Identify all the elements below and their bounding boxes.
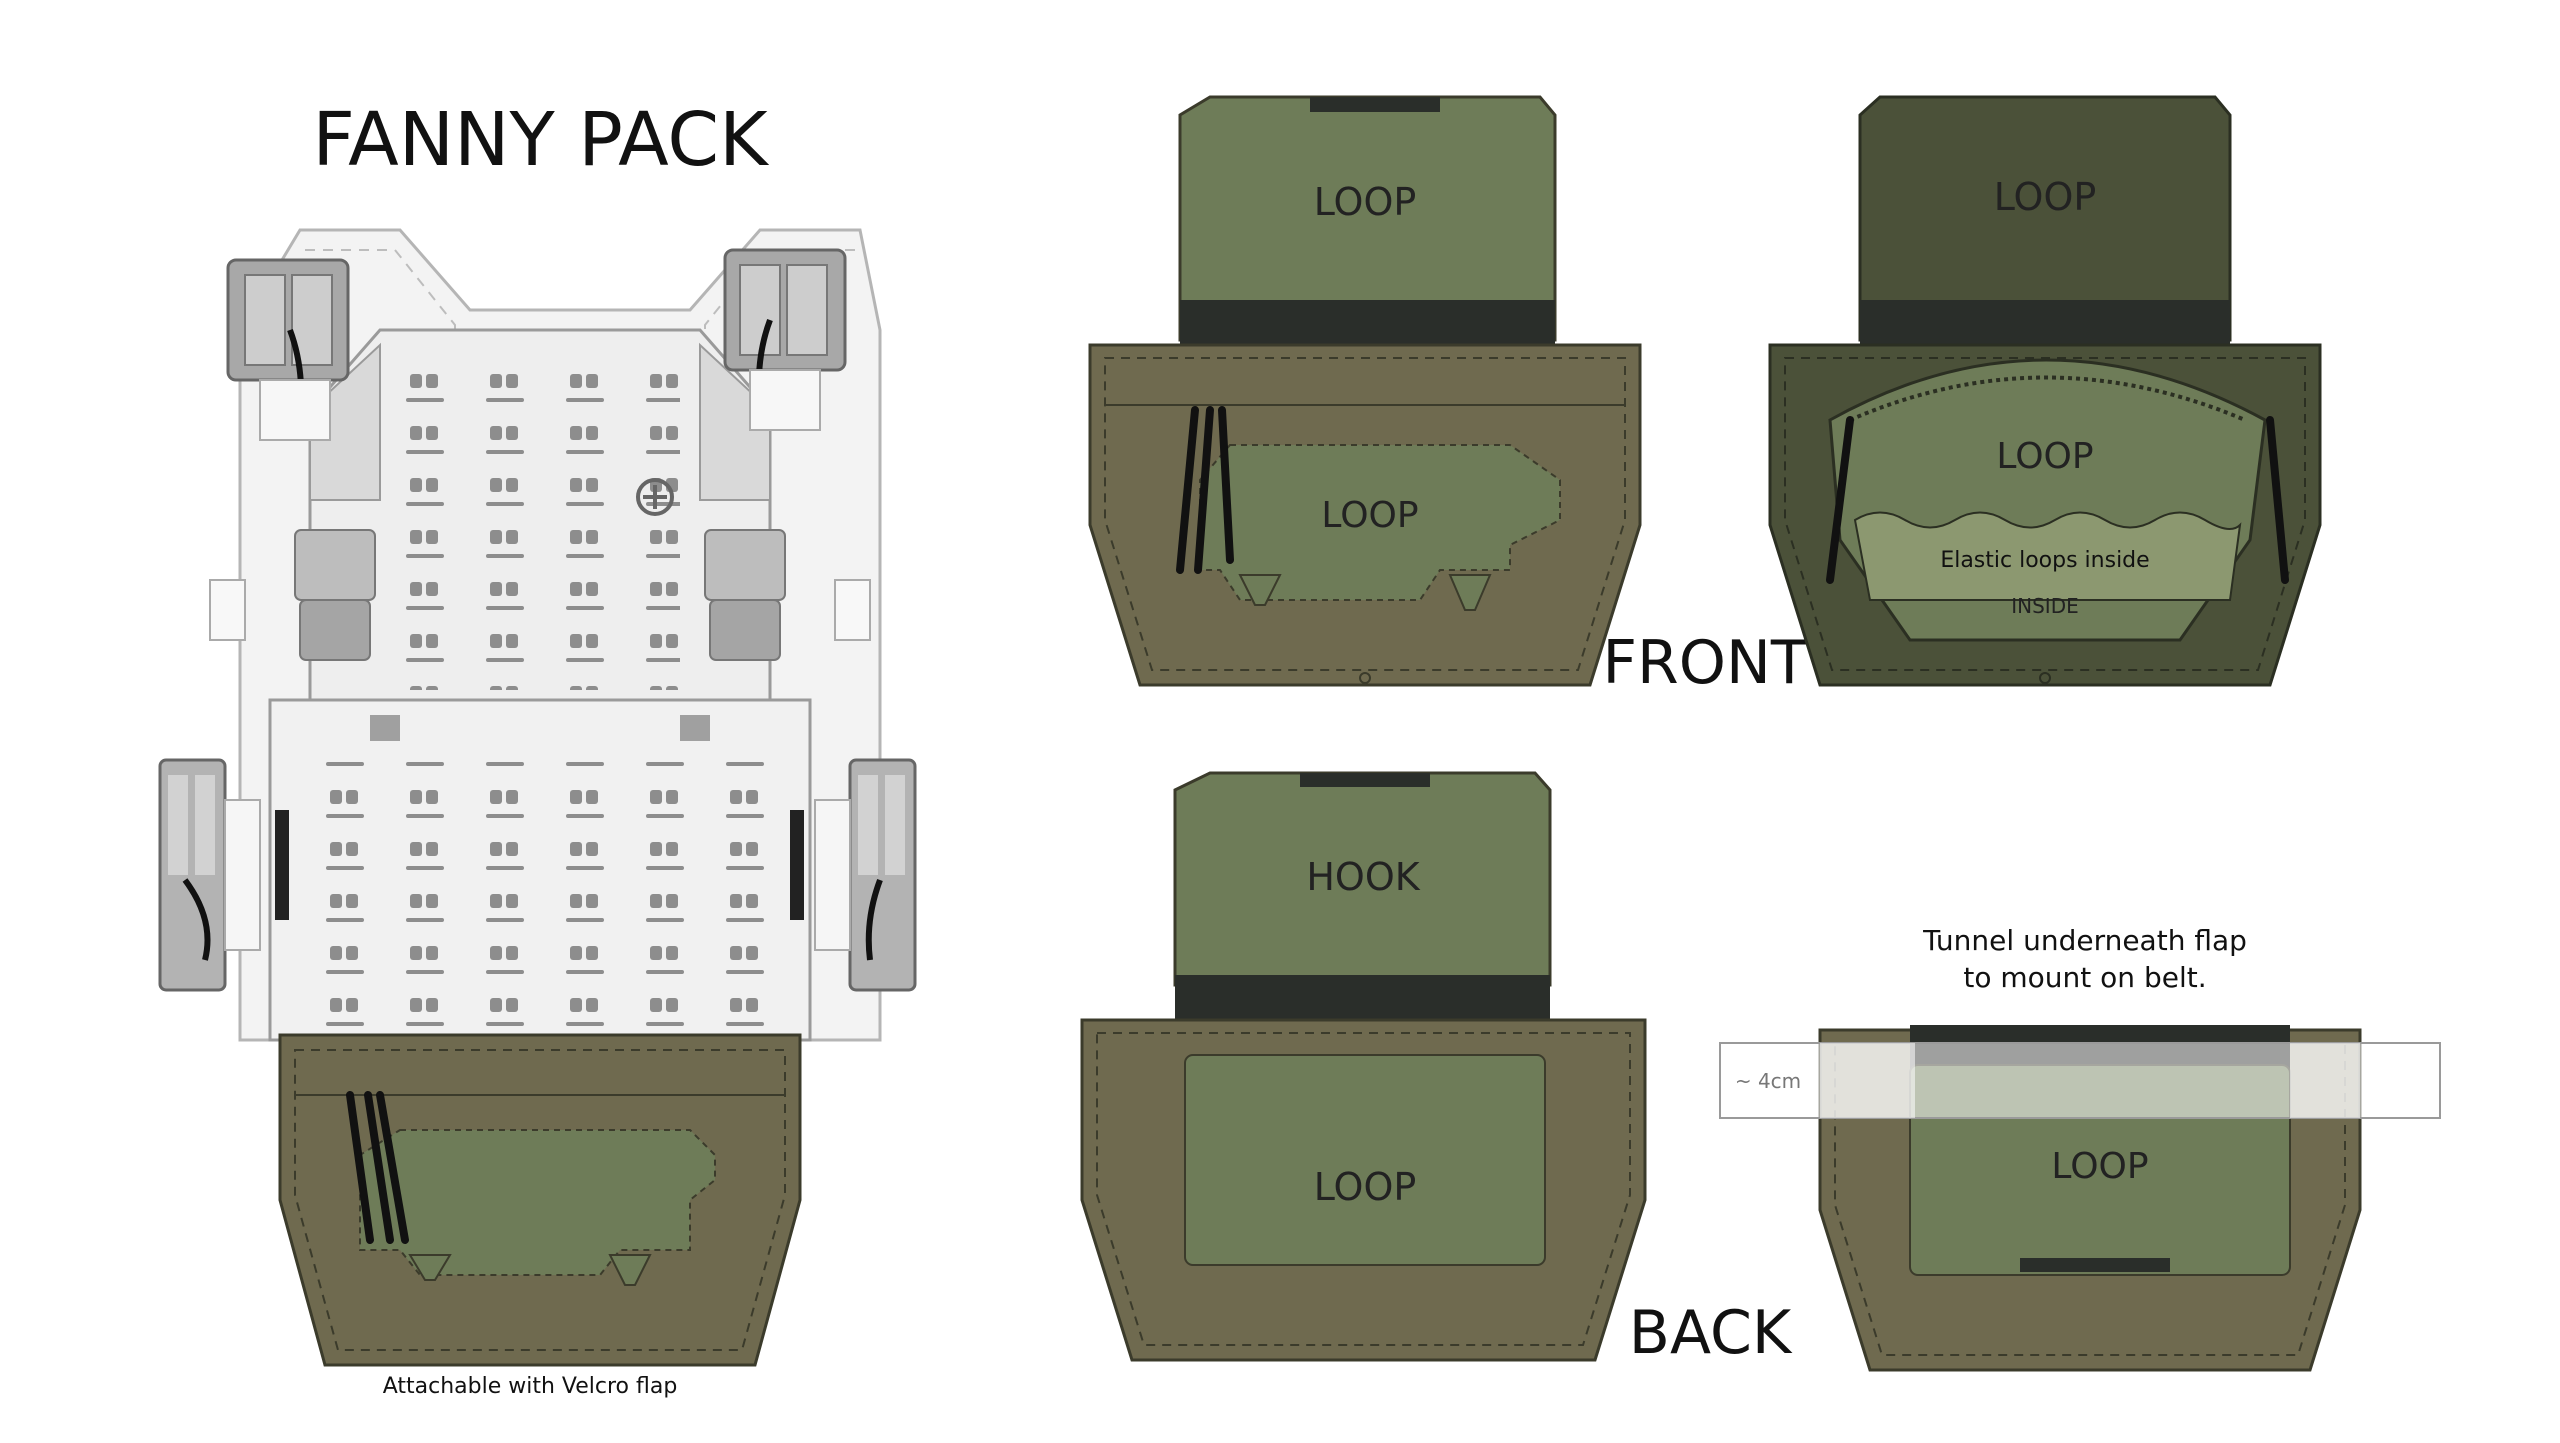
open-flap-label: LOOP [1994, 175, 2097, 219]
inside-label: INSIDE [2011, 594, 2079, 618]
side-pouch-right [814, 758, 917, 992]
page-title: FANNY PACK [312, 97, 770, 183]
tunnel-note-line2: to mount on belt. [1963, 961, 2206, 994]
belt-width-label: ~ 4cm [1735, 1069, 1801, 1093]
tunnel-note-line1: Tunnel underneath flap [1922, 924, 2247, 957]
front-view-open: LOOP LOOP Elastic loops inside INSIDE [1768, 95, 2322, 687]
back-flap-label: HOOK [1306, 855, 1420, 899]
back-view-hook: HOOK LOOP [1080, 771, 1647, 1362]
medic-patch-icon [636, 478, 674, 516]
buckle-right [704, 529, 786, 661]
back-panel-label: LOOP [1314, 1165, 1417, 1209]
back-view-tunnel: Tunnel underneath flap to mount on belt.… [1719, 924, 2441, 1372]
front-view-closed: LOOP LOOP [1088, 95, 1642, 687]
open-inner-label: LOOP [1996, 436, 2093, 477]
tunnel-panel-label: LOOP [2051, 1146, 2148, 1187]
front-label: FRONT [1603, 628, 1808, 698]
shoulder-pouch-right [723, 248, 847, 431]
elastic-note: Elastic loops inside [1940, 548, 2149, 573]
vest-fanny-pack [278, 1033, 802, 1367]
back-label: BACK [1629, 1298, 1793, 1368]
front-flap-label: LOOP [1314, 180, 1417, 224]
vest-caption: Attachable with Velcro flap [383, 1374, 678, 1399]
buckle-left [294, 529, 376, 661]
plate-carrier-vest: Attachable with Velcro flap [158, 228, 917, 1399]
front-pocket-label: LOOP [1321, 495, 1418, 536]
side-pouch-left [158, 758, 261, 992]
shoulder-pouch-left [226, 258, 350, 441]
